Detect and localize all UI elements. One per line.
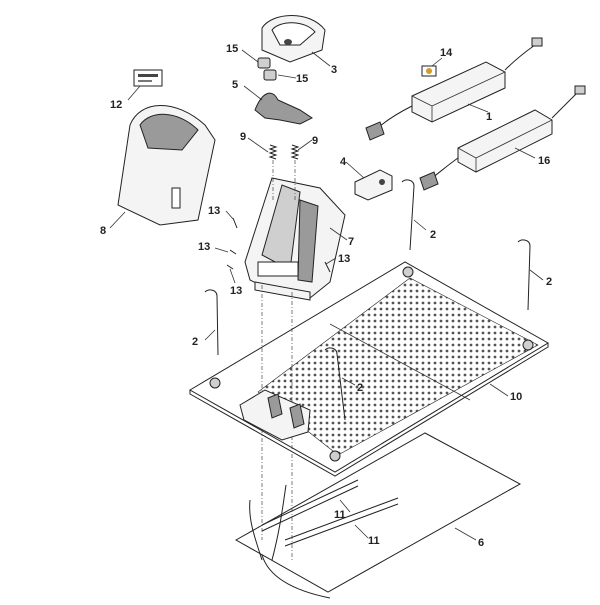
small-caps-part-15 (257, 57, 277, 81)
callout-13: 13 (230, 285, 242, 297)
callout-6: 6 (478, 537, 484, 549)
callout-15: 15 (296, 73, 308, 85)
power-supply-part-16 (419, 85, 586, 191)
hood-part-8 (117, 105, 216, 226)
callout-15: 15 (226, 43, 238, 55)
callout-13: 13 (338, 253, 350, 265)
springs-part-9 (268, 144, 300, 200)
callout-1: 1 (486, 111, 492, 123)
docking-station-part-7 (244, 177, 346, 560)
base-plate-part-10 (189, 261, 549, 477)
pegs-part-2 (204, 179, 531, 421)
badge-part-14 (421, 65, 437, 77)
bracket-part-5 (254, 92, 313, 125)
callout-2: 2 (430, 229, 436, 241)
callout-13: 13 (208, 205, 220, 217)
callout-9: 9 (240, 131, 246, 143)
callout-11: 11 (368, 535, 380, 547)
callout-9: 9 (312, 135, 318, 147)
contact-block (239, 389, 311, 441)
leader-lines (109, 49, 544, 541)
top-cap-part-3 (261, 15, 326, 63)
wire-mat-part-6 (234, 432, 522, 599)
callout-10: 10 (510, 391, 522, 403)
callout-labels: 1 2 2 2 2 3 4 5 6 7 8 9 9 10 11 11 12 13… (100, 43, 552, 549)
callout-16: 16 (538, 155, 550, 167)
callout-4: 4 (340, 156, 347, 168)
callout-8: 8 (100, 225, 106, 237)
callout-2: 2 (192, 336, 198, 348)
callout-11: 11 (334, 509, 346, 521)
callout-7: 7 (348, 236, 354, 248)
callout-5: 5 (232, 79, 238, 91)
callout-14: 14 (440, 47, 453, 59)
callout-13: 13 (198, 241, 210, 253)
callout-12: 12 (110, 99, 122, 111)
callout-2: 2 (546, 276, 552, 288)
label-part-12 (133, 69, 163, 87)
callout-3: 3 (331, 64, 337, 76)
power-supply-part-1 (365, 37, 543, 141)
connector-part-4 (354, 169, 393, 201)
connection-pins-part-11 (261, 479, 399, 547)
callout-2: 2 (357, 382, 363, 394)
